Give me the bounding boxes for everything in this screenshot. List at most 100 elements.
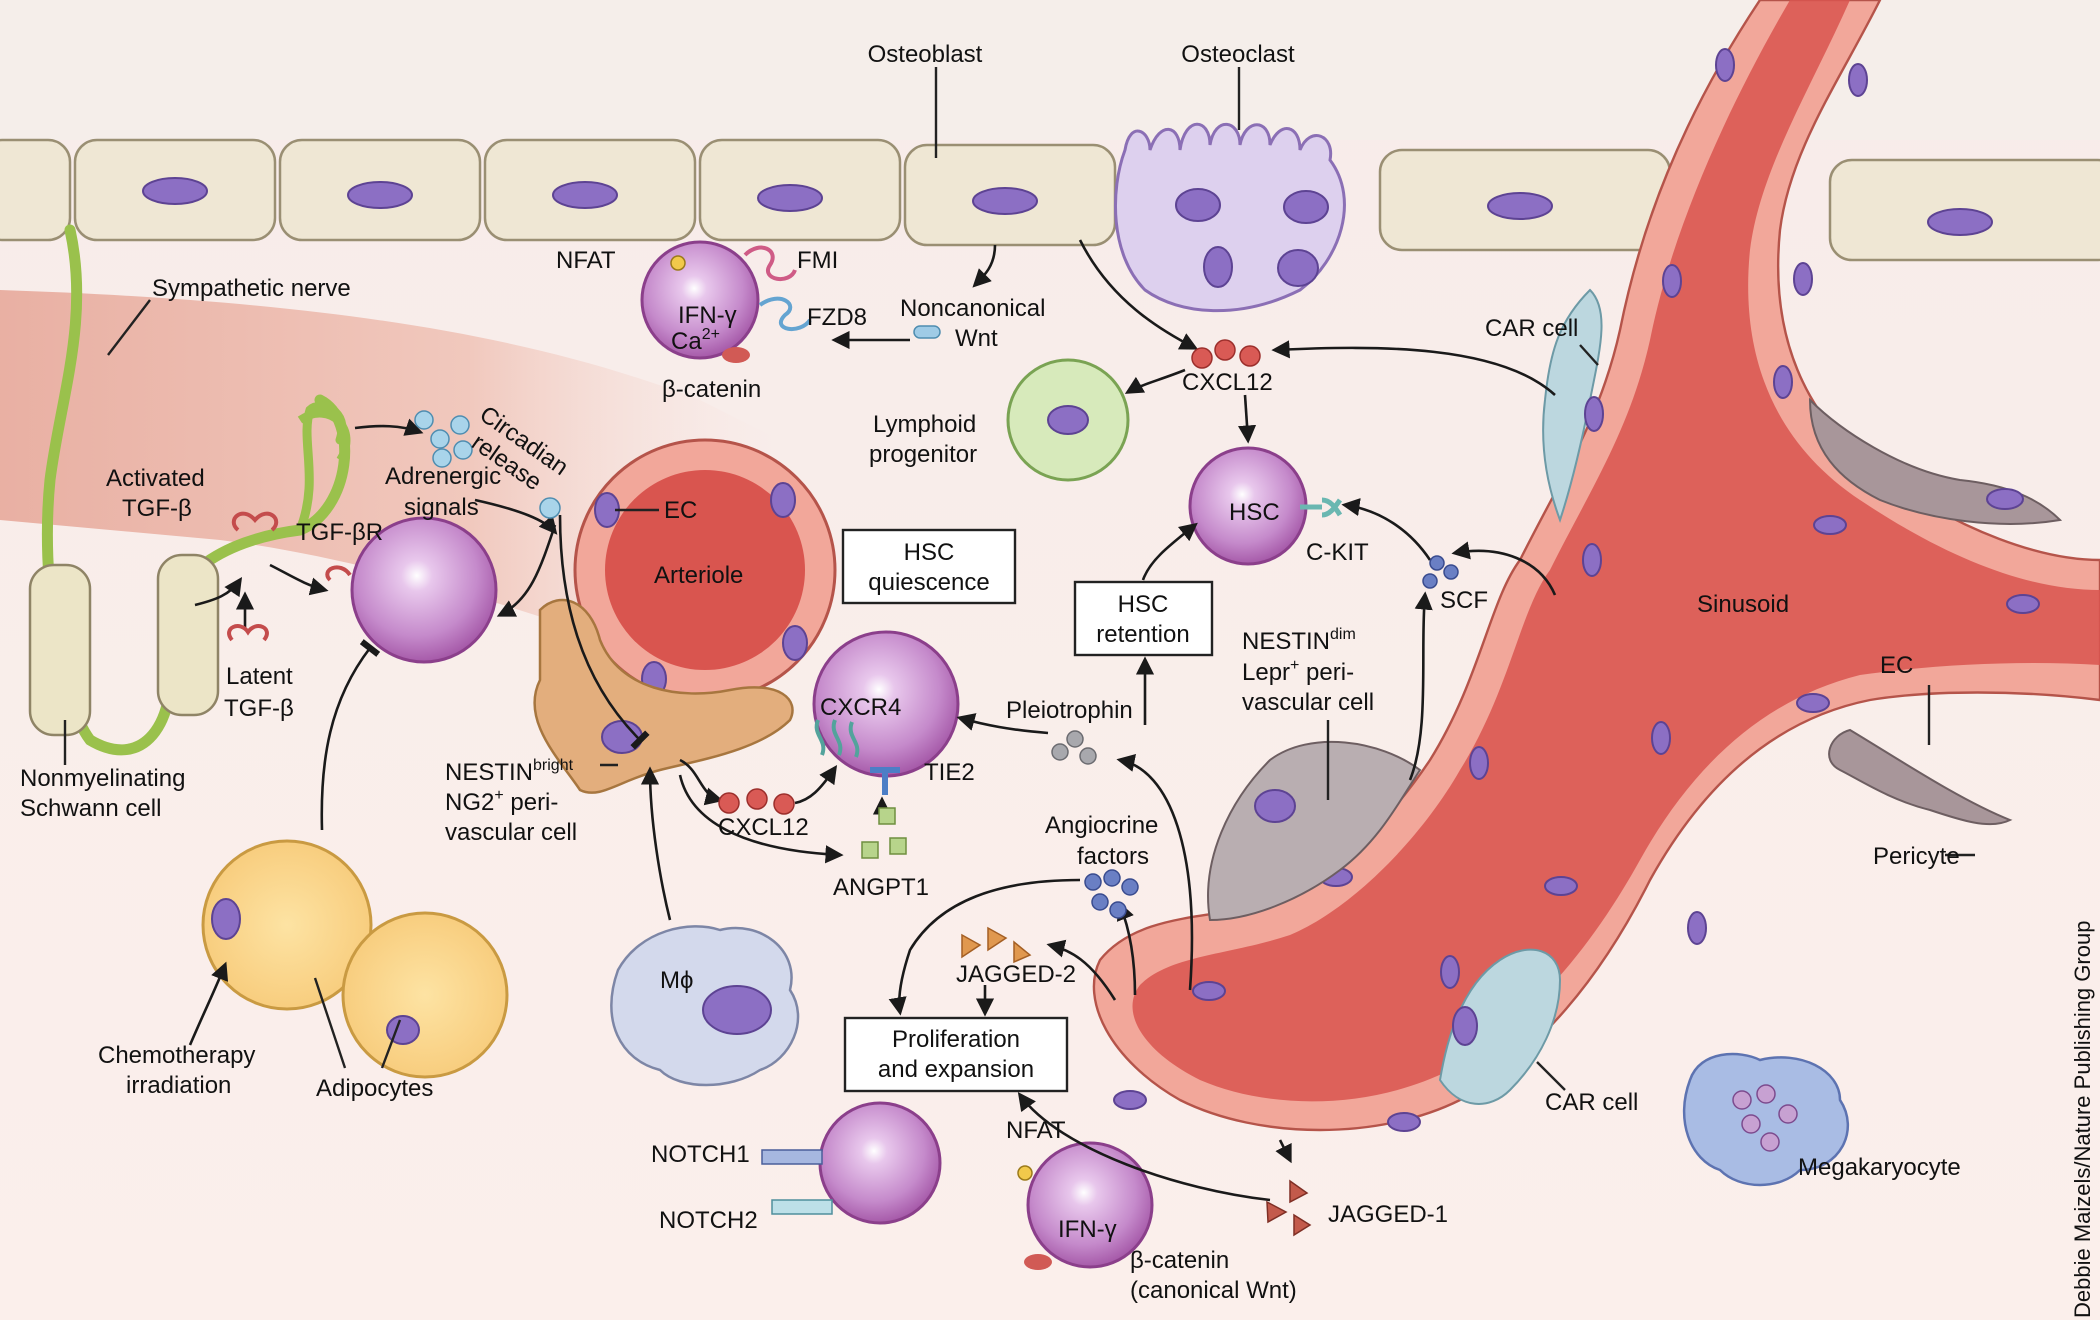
pericyte-right — [1828, 728, 2013, 826]
label-bcat-bottom: β-catenin — [1130, 1247, 1229, 1274]
label-nonmyelinating-2: Schwann cell — [20, 795, 161, 822]
label-adipocytes: Adipocytes — [316, 1075, 433, 1102]
hsc-notch — [818, 1101, 942, 1225]
leader-car-top — [1579, 344, 1599, 366]
arrow-jagged1-prolif — [1017, 1092, 1271, 1202]
label-nestin-dim-lepr: Lepr — [1242, 659, 1290, 686]
ckit-receptor — [1300, 497, 1343, 518]
label-ca-sup: 2+ — [702, 326, 720, 343]
label-activated-2: TGF-β — [122, 495, 192, 522]
label-fzd8: FZD8 — [807, 304, 867, 331]
arrow-mphi-nestin — [640, 766, 672, 921]
jagged2-molecules — [961, 926, 1032, 964]
megakaryocyte-granules — [1732, 1084, 1798, 1152]
label-noncanonical-1: Noncanonical — [900, 295, 1045, 322]
arrow-pleiotrophin-hsc — [956, 713, 1049, 735]
arrow-osteoblast-wnt — [972, 244, 997, 288]
label-ca-main: Ca — [671, 328, 702, 355]
label-nestin-bright-main: NESTIN — [445, 759, 533, 786]
label-nestin-dim-main: NESTIN — [1242, 628, 1330, 655]
label-lymphoid-1: Lymphoid — [873, 411, 976, 438]
label-nestin-dim-2: Lepr+ peri- — [1242, 657, 1354, 686]
label-fmi: FMI — [797, 247, 838, 274]
label-scf: SCF — [1440, 587, 1488, 614]
image-credit: Debbie Maizels/Nature Publishing Group — [2070, 921, 2095, 1318]
car-cell-bottom — [1438, 948, 1562, 1105]
label-prolif-2: and expansion — [878, 1056, 1034, 1083]
arrow-osteoblast-cxcl12 — [1078, 239, 1199, 350]
label-adrenergic-1: Adrenergic — [385, 463, 501, 490]
label-activated-1: Activated — [106, 465, 205, 492]
label-pleiotrophin: Pleiotrophin — [1006, 697, 1133, 724]
label-cxcr4: CXCR4 — [820, 694, 901, 721]
label-nestin-dim-sup: dim — [1330, 626, 1356, 643]
label-notch1: NOTCH1 — [651, 1141, 750, 1168]
label-megakaryocyte: Megakaryocyte — [1798, 1154, 1961, 1181]
label-tie2: TIE2 — [924, 759, 975, 786]
label-hsc-retention-1: HSC — [1118, 591, 1169, 618]
label-angiocrine-1: Angiocrine — [1045, 812, 1158, 839]
hsc-quiescence-box — [841, 528, 1017, 605]
arrow-sinusoid-pleiotrophin — [1116, 753, 1194, 991]
angiocrine-molecules — [1084, 869, 1139, 919]
arrow-adrenergic-hsc — [496, 524, 557, 617]
label-mphi: Mϕ — [660, 967, 693, 994]
label-adrenergic-2: signals — [404, 494, 479, 521]
label-sinusoid: Sinusoid — [1697, 591, 1789, 618]
label-arteriole: Arteriole — [654, 562, 743, 589]
label-nestin-bright-peri: peri- — [504, 789, 559, 816]
notch-receptors — [761, 1149, 833, 1215]
label-nonmyelinating-1: Nonmyelinating — [20, 765, 185, 792]
arrow-scf-ckit — [1341, 498, 1432, 561]
label-nestin-bright-ng2-sup: + — [494, 787, 503, 804]
sympathetic-nerve — [28, 224, 351, 756]
label-lymphoid-2: progenitor — [869, 441, 977, 468]
label-nestin-bright-2: NG2+ peri- — [445, 787, 558, 816]
arrow-cxcl12-hsc — [1237, 394, 1257, 444]
label-cxcl12-top: CXCL12 — [1182, 369, 1273, 396]
arrow-nerve-adrenergic — [354, 418, 424, 436]
label-nfat-bottom: NFAT — [1006, 1117, 1066, 1144]
label-osteoclast: Osteoclast — [1181, 41, 1295, 68]
label-hsc: HSC — [1229, 499, 1280, 526]
arrow-car-scf — [1451, 541, 1557, 596]
label-nestin-dim-1: NESTINdim — [1242, 626, 1356, 655]
proliferation-box — [843, 1016, 1069, 1093]
label-ckit: C-KIT — [1306, 539, 1369, 566]
label-ifn-top: IFN-γ — [678, 302, 737, 329]
hsc-osteoblast — [640, 240, 760, 360]
hsc-bottom — [1026, 1141, 1154, 1269]
label-tgfbr: TGF-βR — [296, 519, 383, 546]
scf-molecules — [1422, 555, 1459, 589]
adrenergic-molecules — [414, 410, 561, 519]
tgf-molecules — [227, 511, 352, 642]
cxcl12-mid-molecules — [718, 788, 795, 815]
adipocytes-group — [201, 839, 509, 1079]
cxcr4-receptor — [814, 719, 860, 758]
tie2-receptor — [870, 767, 900, 795]
label-chemo-1: Chemotherapy — [98, 1042, 255, 1069]
label-ca: Ca2+ — [671, 326, 720, 355]
hsc-retention-box — [1073, 580, 1214, 657]
arrow-circadian — [474, 498, 558, 535]
angpt1-molecules — [861, 807, 907, 859]
nestin-bright-cell — [533, 598, 794, 794]
arrow-chemo-adipocytes — [188, 961, 229, 1046]
arteriole-vessel — [573, 438, 837, 702]
label-nfat-top: NFAT — [556, 247, 616, 274]
label-cxcl12-mid: CXCL12 — [718, 814, 809, 841]
label-latent-1: Latent — [226, 663, 293, 690]
bottom-hsc-markers — [1017, 1165, 1052, 1270]
label-car-top: CAR cell — [1485, 315, 1578, 342]
pleiotrophin-molecules — [1051, 730, 1097, 765]
arrow-car-cxcl12 — [1271, 340, 1556, 396]
label-car-bottom: CAR cell — [1545, 1089, 1638, 1116]
label-hsc-quiescence-1: HSC — [904, 539, 955, 566]
jagged1-molecules — [1266, 1179, 1312, 1237]
arrow-retention-hsc — [1141, 522, 1198, 581]
label-chemo-2: irradiation — [126, 1072, 231, 1099]
leader-adipocyte-1 — [313, 977, 347, 1069]
osteoclast-cell — [1113, 122, 1346, 313]
fmi-fzd8-receptors — [670, 245, 941, 363]
leader-sympathetic-nerve — [107, 299, 151, 356]
